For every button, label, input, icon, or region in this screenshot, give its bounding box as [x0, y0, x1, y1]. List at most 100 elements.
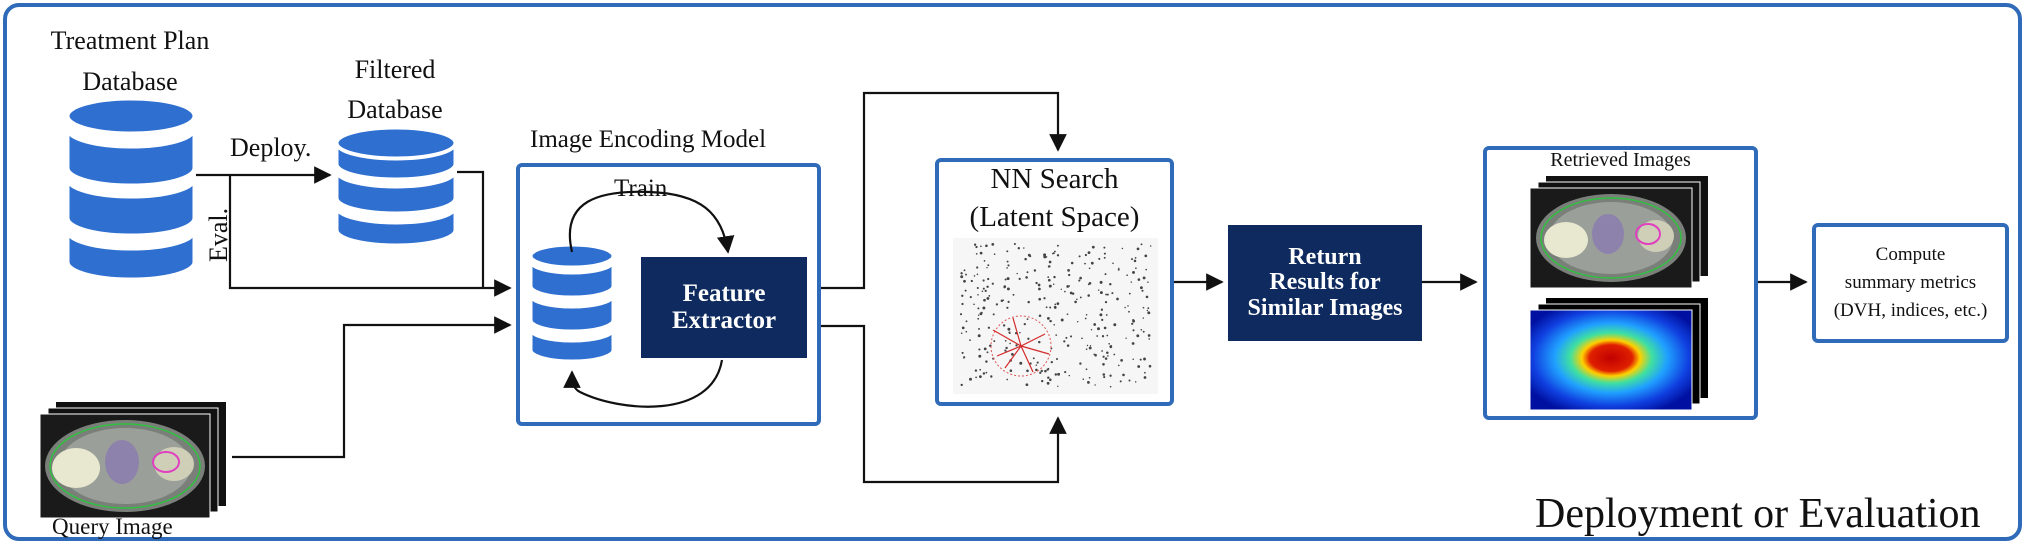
treatment-db-label: Treatment Plan Database [50, 26, 210, 96]
filtered-to-model-arrow [457, 170, 485, 288]
latent-point [1079, 362, 1082, 365]
latent-point [1127, 305, 1129, 307]
latent-point [995, 303, 999, 306]
latent-point [1113, 323, 1117, 327]
latent-point [979, 368, 982, 371]
latent-point [1136, 334, 1140, 338]
latent-point [1086, 344, 1089, 347]
latent-point [1140, 328, 1143, 331]
latent-point [1019, 361, 1023, 365]
latent-point [1015, 344, 1018, 347]
latent-point [1057, 385, 1059, 388]
latent-point [1132, 319, 1135, 323]
latent-point [1068, 285, 1071, 287]
latent-point [1090, 328, 1093, 331]
latent-point [982, 372, 986, 375]
latent-point [993, 253, 996, 256]
latent-point [1054, 306, 1057, 309]
latent-point [1103, 252, 1106, 255]
latent-point [1047, 278, 1051, 282]
latent-point [976, 266, 979, 269]
return-results-box: Return Results for Similar Images [1228, 225, 1422, 341]
latent-point [1032, 357, 1035, 360]
latent-point [1109, 282, 1112, 286]
latent-point [1063, 340, 1066, 343]
latent-point [1039, 371, 1042, 374]
latent-point [1087, 381, 1090, 384]
latent-point [1050, 360, 1053, 364]
train-loop-arrow [568, 190, 735, 254]
latent-point [1106, 351, 1109, 354]
latent-point [1103, 256, 1106, 259]
latent-point [986, 296, 990, 300]
latent-point [985, 360, 988, 363]
latent-point [1147, 307, 1150, 310]
latent-point [1094, 384, 1096, 386]
latent-point [960, 332, 963, 334]
latent-point [986, 285, 989, 289]
latent-point [1097, 289, 1100, 291]
latent-point [1084, 253, 1087, 257]
latent-point [1023, 322, 1026, 326]
latent-point [1112, 262, 1114, 265]
latent-point [1046, 316, 1050, 320]
latent-point [1048, 284, 1052, 288]
latent-point [1054, 373, 1058, 376]
latent-point [963, 279, 966, 283]
latent-point [1069, 291, 1073, 295]
latent-point [975, 252, 978, 255]
latent-point [1091, 245, 1095, 249]
latent-point [982, 279, 985, 282]
latent-point [1132, 358, 1134, 361]
latent-point [1006, 250, 1009, 253]
latent-point [1146, 309, 1149, 312]
latent-point [1142, 306, 1145, 309]
latent-point [1006, 267, 1008, 269]
latent-point [1128, 310, 1130, 313]
latent-point [1108, 342, 1111, 345]
latent-point [1102, 363, 1105, 366]
latent-point [973, 243, 977, 246]
latent-point [1004, 339, 1007, 342]
latent-point [965, 330, 968, 333]
latent-point [1118, 267, 1120, 270]
latent-point [1006, 378, 1009, 381]
latent-point [1147, 311, 1151, 315]
latent-point [1133, 259, 1137, 263]
latent-point [1076, 321, 1079, 323]
latent-point [965, 320, 968, 323]
latent-point [1105, 314, 1108, 316]
latent-point [1016, 272, 1018, 275]
train-return-arrow [563, 359, 724, 408]
latent-point [1025, 383, 1029, 387]
latent-point [983, 260, 986, 262]
treatment-db-icon [66, 97, 196, 281]
feature-extractor-label: Feature Extractor [671, 280, 777, 334]
latent-point [1142, 317, 1145, 319]
latent-point [1124, 306, 1126, 309]
compute-metrics-label: Compute summary metrics (DVH, indices, e… [1833, 244, 1988, 321]
latent-point [1087, 294, 1090, 297]
latent-point [1064, 371, 1067, 374]
latent-point [1125, 337, 1127, 339]
latent-point [1109, 374, 1112, 377]
latent-point [1101, 350, 1103, 352]
latent-point [1144, 371, 1146, 374]
latent-point [976, 273, 979, 276]
latent-point [1104, 273, 1107, 276]
latent-point [1139, 286, 1143, 290]
latent-point [986, 267, 988, 269]
latent-point [1134, 257, 1137, 259]
latent-point [1085, 368, 1088, 371]
query-image [40, 402, 226, 519]
latent-point [1038, 287, 1041, 291]
latent-point [979, 312, 983, 316]
latent-point [1029, 362, 1032, 365]
latent-point [1004, 349, 1007, 352]
latent-point [1103, 376, 1106, 379]
latent-point [986, 351, 989, 354]
latent-point [1064, 290, 1066, 293]
latent-point [1066, 313, 1069, 316]
latent-point [1047, 367, 1050, 370]
